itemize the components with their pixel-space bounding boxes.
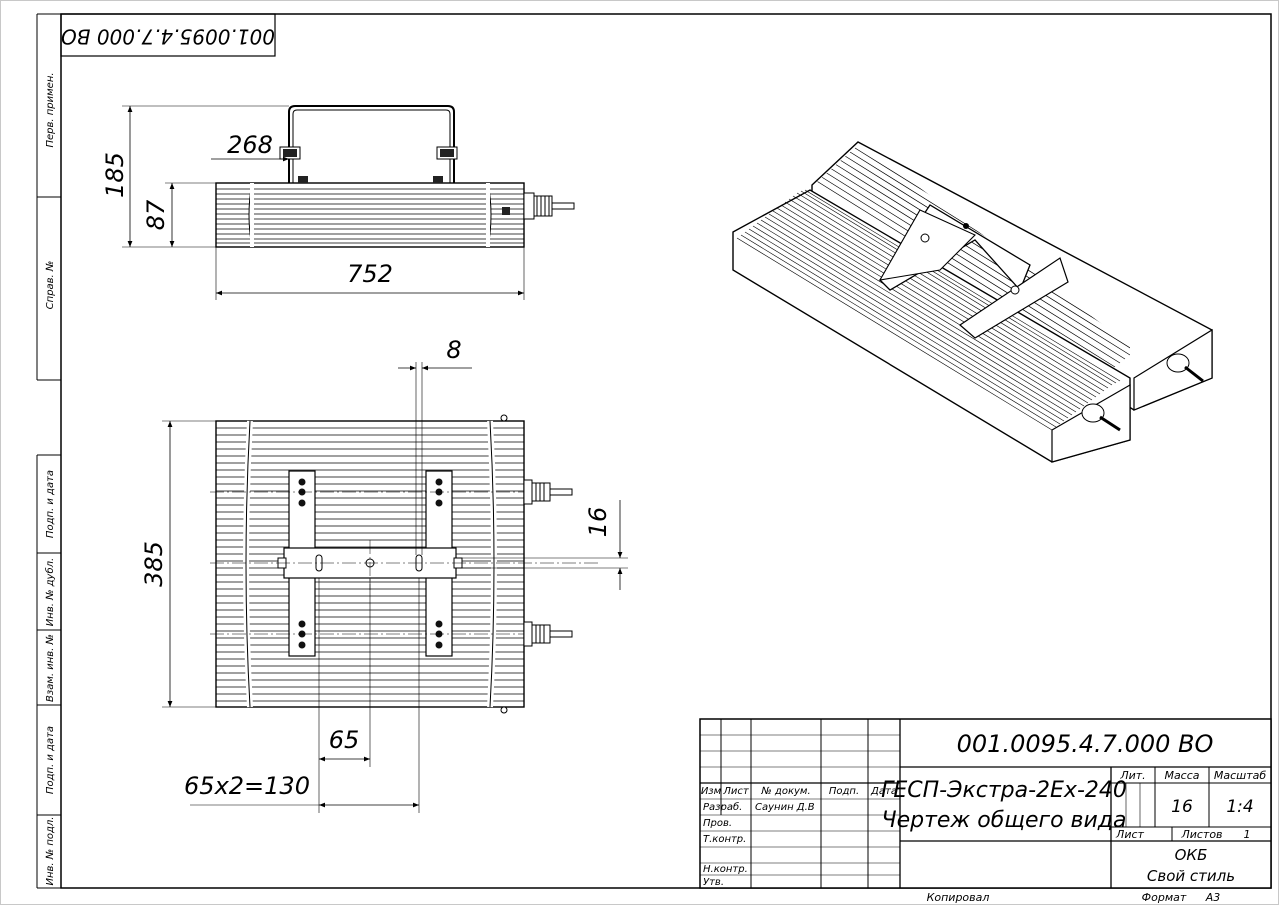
label-podp-data-bottom: Подп. и дата xyxy=(45,726,56,794)
label-scale: Масштаб xyxy=(1214,769,1266,782)
dim-hole-pitch: 65 xyxy=(329,726,360,754)
dim-hole-offset: 16 xyxy=(584,507,612,538)
header-data: Дата xyxy=(870,786,897,797)
label-copied: Копировал xyxy=(927,891,990,904)
role-prov: Пров. xyxy=(703,818,732,829)
dim-width: 385 xyxy=(140,541,168,587)
side-view xyxy=(215,105,575,248)
top-view-dimensions: 385 8 16 65 65x2=130 xyxy=(140,336,628,813)
label-podp-data-top: Подп. и дата xyxy=(45,470,56,538)
designation-box-rotated: 001.0095.4.7.000 ВО xyxy=(60,13,276,57)
dim-body-height: 87 xyxy=(142,199,170,230)
side-view-dimensions: 185 87 752 268 xyxy=(101,105,525,300)
label-format: Формат xyxy=(1142,891,1187,904)
isometric-view xyxy=(732,141,1213,463)
dim-slot-width: 8 xyxy=(446,336,461,364)
org-line-2: Свой стиль xyxy=(1147,867,1235,885)
label-lit: Лит. xyxy=(1119,769,1145,782)
format-value: А3 xyxy=(1205,891,1221,904)
title-product-name: ГЕСП-Экстра-2Ex-240 xyxy=(881,778,1127,803)
label-sprav-no: Справ. № xyxy=(45,261,56,310)
role-razrab: Разраб. xyxy=(703,801,742,813)
drawing-frame xyxy=(60,13,1272,889)
label-sheet: Лист xyxy=(1115,828,1144,841)
label-sheets: Листов xyxy=(1180,828,1222,841)
label-vzam-inv: Взам. инв. № xyxy=(45,634,56,702)
title-block: Изм Лист № докум. Подп. Дата Разраб. Сау… xyxy=(699,718,1272,889)
header-doc-no: № докум. xyxy=(760,786,810,797)
sheets-value: 1 xyxy=(1244,828,1251,841)
dim-overall-height: 185 xyxy=(101,152,129,198)
label-perv-primen: Перв. примен. xyxy=(45,72,56,147)
role-utv: Утв. xyxy=(703,877,724,888)
top-view xyxy=(210,414,600,714)
header-podp: Подп. xyxy=(829,786,859,797)
mass-value: 16 xyxy=(1171,797,1193,817)
role-nkontr: Н.контр. xyxy=(703,864,748,875)
dim-bracket-width: 268 xyxy=(227,131,273,159)
designation-rotated: 001.0095.4.7.000 ВО xyxy=(61,25,275,49)
label-inv-podl: Инв. № подл. xyxy=(45,817,56,886)
developer-name: Саунин Д.В xyxy=(755,802,815,813)
side-view-fins xyxy=(216,188,524,244)
scale-value: 1:4 xyxy=(1226,797,1253,817)
label-mass: Масса xyxy=(1164,769,1199,782)
label-inv-dubl: Инв. № дубл. xyxy=(44,558,56,626)
role-tkontr: Т.контр. xyxy=(703,834,746,845)
dim-length: 752 xyxy=(347,260,393,288)
title-document-name: Чертеж общего вида xyxy=(882,808,1127,833)
dim-pitch-total: 65x2=130 xyxy=(184,772,310,800)
header-izm: Изм xyxy=(701,786,722,797)
side-strip: Перв. примен. Справ. № Подп. и дата Инв.… xyxy=(36,13,61,889)
title-designation: 001.0095.4.7.000 ВО xyxy=(957,730,1214,758)
org-line-1: ОКБ xyxy=(1175,846,1208,864)
header-list: Лист xyxy=(722,786,750,797)
